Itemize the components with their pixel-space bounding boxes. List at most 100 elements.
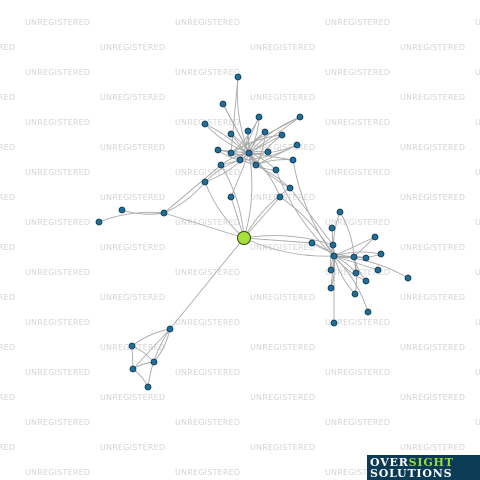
graph-edge [289, 187, 334, 246]
watermark-text: UNREGISTERED [175, 318, 240, 327]
watermark-text: UNREGISTERED [175, 218, 240, 227]
entity-node[interactable] [227, 130, 235, 138]
watermark-text: UNREGISTERED [250, 43, 315, 52]
entity-node[interactable] [293, 141, 301, 149]
entity-node[interactable] [350, 253, 358, 261]
entity-node[interactable] [255, 113, 263, 121]
watermark-text: UNREGISTERED [325, 418, 390, 427]
entity-node[interactable] [404, 274, 412, 282]
entity-node[interactable] [351, 290, 359, 298]
watermark-text: UNREGISTERED [0, 143, 15, 152]
entity-node[interactable] [374, 266, 382, 274]
entity-node[interactable] [236, 156, 244, 164]
graph-edge [204, 181, 245, 239]
watermark-text: UNREGISTERED [475, 68, 480, 77]
entity-node[interactable] [286, 184, 294, 192]
watermark-text: UNREGISTERED [400, 243, 465, 252]
watermark-text: UNREGISTERED [100, 143, 165, 152]
entity-node[interactable] [244, 127, 252, 135]
graph-edge [279, 196, 335, 257]
graph-edge [243, 152, 253, 239]
entity-node[interactable] [327, 284, 335, 292]
graph-edge [132, 328, 171, 370]
watermark-text: UNREGISTERED [325, 18, 390, 27]
watermark-text: UNREGISTERED [475, 168, 480, 177]
watermark-text: UNREGISTERED [400, 143, 465, 152]
entity-node[interactable] [327, 266, 335, 274]
watermark-text: UNREGISTERED [475, 218, 480, 227]
watermark-text: UNREGISTERED [400, 343, 465, 352]
watermark-text: UNREGISTERED [25, 318, 90, 327]
entity-node[interactable] [362, 254, 370, 262]
entity-node[interactable] [330, 319, 338, 327]
entity-node[interactable] [308, 239, 316, 247]
watermark-text: UNREGISTERED [400, 393, 465, 402]
entity-node[interactable] [201, 178, 209, 186]
graph-edge [147, 328, 171, 388]
entity-node[interactable] [371, 233, 379, 241]
graph-edge [333, 236, 376, 257]
entity-node[interactable] [95, 218, 103, 226]
entity-node[interactable] [328, 224, 336, 232]
logo-word-sight: SIGHT [408, 456, 454, 469]
entity-node[interactable] [128, 342, 136, 350]
entity-node[interactable] [118, 206, 126, 214]
entity-node[interactable] [144, 383, 152, 391]
graph-edge [163, 164, 222, 214]
entity-node[interactable] [330, 252, 338, 260]
entity-node[interactable] [201, 120, 209, 128]
watermark-text: UNREGISTERED [475, 368, 480, 377]
graph-edge [243, 237, 335, 257]
entity-node[interactable] [289, 156, 297, 164]
watermark-text: UNREGISTERED [250, 243, 315, 252]
watermark-text: UNREGISTERED [100, 443, 165, 452]
logo-line-2: SOLUTIONS [370, 467, 453, 480]
entity-node[interactable] [245, 149, 253, 157]
graph-edge [169, 237, 245, 330]
entity-node[interactable] [352, 269, 360, 277]
watermark-text: UNREGISTERED [250, 143, 315, 152]
watermark-text: UNREGISTERED [25, 268, 90, 277]
graph-edge [333, 255, 409, 279]
entity-node[interactable] [129, 365, 137, 373]
entity-node[interactable] [296, 113, 304, 121]
watermark-text: UNREGISTERED [250, 93, 315, 102]
entity-node[interactable] [272, 166, 280, 174]
entity-node[interactable] [150, 358, 158, 366]
watermark-text: UNREGISTERED [0, 243, 15, 252]
entity-node[interactable] [234, 73, 242, 81]
watermark-text: UNREGISTERED [0, 93, 15, 102]
node-layer [95, 73, 412, 391]
watermark-text: UNREGISTERED [400, 293, 465, 302]
focus-entity-node[interactable] [237, 231, 251, 245]
watermark-layer: UNREGISTERED UNREGISTERED UNREGISTERED UNRE… [0, 18, 480, 477]
graph-edge [239, 159, 291, 189]
graph-edge [339, 211, 355, 258]
entity-node[interactable] [227, 149, 235, 157]
watermark-text: UNREGISTERED [0, 343, 15, 352]
entity-node[interactable] [364, 308, 372, 316]
watermark-text: UNREGISTERED [400, 43, 465, 52]
entity-node[interactable] [217, 161, 225, 169]
entity-node[interactable] [362, 277, 370, 285]
entity-node[interactable] [160, 209, 168, 217]
entity-node[interactable] [264, 148, 272, 156]
entity-node[interactable] [214, 146, 222, 154]
watermark-text: UNREGISTERED [475, 18, 480, 27]
entity-node[interactable] [278, 131, 286, 139]
entity-node[interactable] [227, 193, 235, 201]
entity-node[interactable] [336, 208, 344, 216]
watermark-text: UNREGISTERED [25, 18, 90, 27]
entity-node[interactable] [261, 128, 269, 136]
entity-node[interactable] [377, 250, 385, 258]
entity-node[interactable] [329, 241, 337, 249]
entity-node[interactable] [276, 193, 284, 201]
watermark-text: UNREGISTERED [325, 118, 390, 127]
watermark-text: UNREGISTERED [250, 293, 315, 302]
entity-node[interactable] [166, 325, 174, 333]
graph-edge [204, 159, 241, 183]
graph-edge [311, 242, 355, 258]
entity-node[interactable] [252, 161, 260, 169]
entity-node[interactable] [219, 100, 227, 108]
watermark-text: UNREGISTERED [325, 68, 390, 77]
